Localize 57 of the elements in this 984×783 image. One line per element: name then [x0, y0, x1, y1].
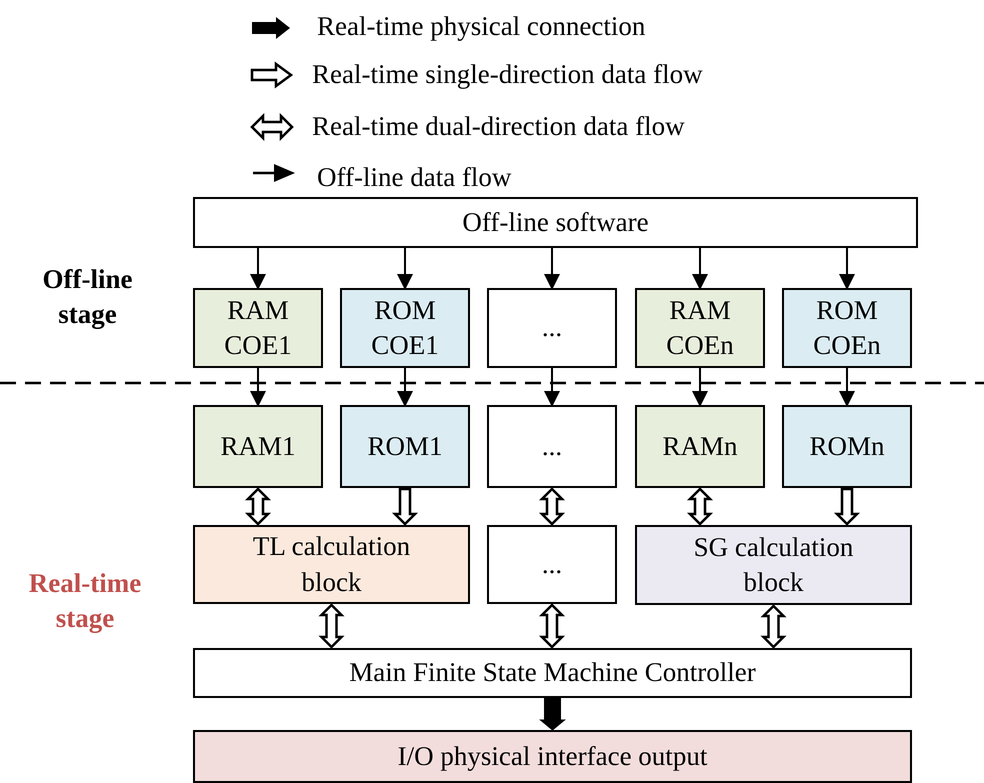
box-label: RAM COEn [665, 294, 735, 362]
hollow-arrow [392, 488, 418, 526]
double-hollow-arrow [686, 487, 714, 526]
stage-label: Off-line stage [42, 263, 134, 332]
box-label: ROM1 [367, 430, 442, 463]
process-box [635, 525, 912, 605]
memory-box [193, 288, 323, 368]
arrow [397, 248, 413, 290]
arrow [839, 248, 855, 290]
box-label: RAM COE1 [223, 294, 293, 362]
box-label: SG calculation block [692, 530, 854, 599]
memory-box [340, 288, 470, 368]
box-label: RAMn [662, 430, 738, 463]
box-label: Off-line software [462, 206, 649, 239]
memory-box [193, 405, 323, 488]
process-box [193, 730, 912, 783]
box-label: RAM1 [220, 430, 296, 463]
arrow [250, 368, 266, 407]
process-box [193, 648, 912, 698]
process-box [193, 197, 918, 248]
process-box [487, 405, 617, 488]
box-label: ROMn [809, 430, 884, 463]
box-label: ... [542, 311, 562, 344]
memory-box [340, 405, 470, 488]
box-label: I/O physical interface output [398, 740, 708, 773]
arrow [839, 368, 855, 407]
legend-text: Real-time dual-direction data flow [312, 110, 685, 142]
double-hollow-arrow [538, 603, 566, 649]
box-label: ROM COEn [812, 294, 882, 362]
box-label: TL calculation block [252, 530, 412, 598]
memory-box [782, 405, 912, 488]
double-hollow-arrow [538, 487, 566, 526]
arrow [692, 248, 708, 290]
arrow [692, 368, 708, 407]
memory-box [635, 405, 765, 488]
process-box [487, 525, 617, 604]
memory-box [782, 288, 912, 368]
legend-text: Real-time physical connection [317, 10, 646, 42]
double-hollow-arrow [318, 603, 345, 649]
arrow [250, 248, 266, 290]
process-box [193, 525, 470, 604]
box-label: ROM COE1 [370, 294, 440, 362]
arrow [544, 368, 560, 407]
box-label: Main Finite State Machine Controller [349, 656, 756, 690]
legend-text: Off-line data flow [317, 161, 512, 194]
thick-arrow [539, 698, 566, 731]
double-hollow-arrow [244, 487, 272, 526]
box-label: ... [542, 548, 562, 581]
arrow [544, 248, 560, 290]
process-box [487, 288, 617, 368]
box-label: ... [542, 430, 562, 463]
stage-label: Real-time stage [28, 567, 142, 636]
memory-box [635, 288, 765, 368]
double-hollow-arrow [760, 604, 787, 649]
legend-text: Real-time single-direction data flow [312, 58, 703, 90]
arrow [397, 368, 413, 407]
hollow-arrow [834, 488, 860, 526]
